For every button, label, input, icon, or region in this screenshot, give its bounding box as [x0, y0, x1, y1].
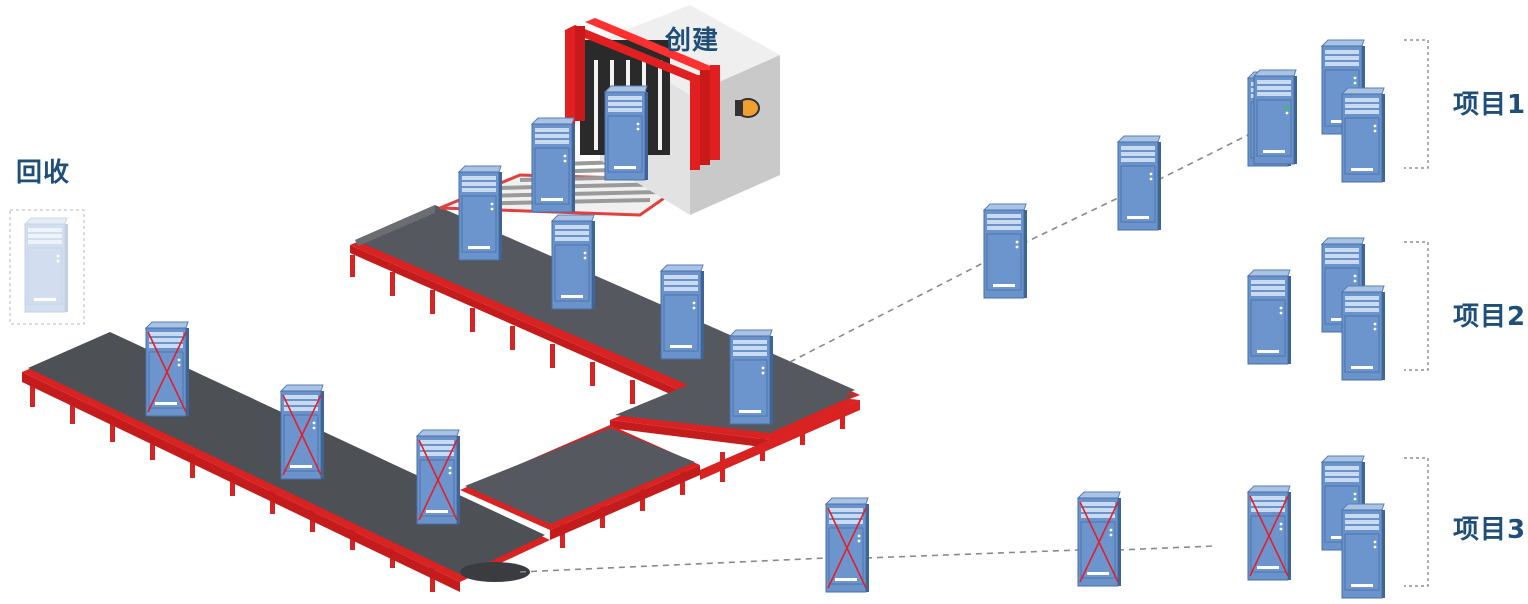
server-crossed — [1078, 492, 1121, 586]
conveyor-belt-middle — [460, 425, 700, 540]
label-recycle: 回收 — [16, 158, 71, 188]
server — [660, 264, 705, 360]
server — [1341, 503, 1386, 599]
server — [1254, 70, 1297, 164]
server — [1247, 269, 1292, 365]
project1-servers — [1247, 39, 1386, 183]
server-crossed — [146, 322, 189, 416]
recycled-server-box — [9, 209, 85, 325]
server — [1341, 87, 1386, 183]
server-crossed — [1248, 486, 1291, 580]
project3-bracket — [1404, 457, 1429, 587]
label-project3: 项目3 — [1453, 515, 1527, 545]
label-project2: 项目2 — [1453, 302, 1527, 332]
server-ghost — [25, 218, 68, 312]
server — [1341, 285, 1386, 381]
project1-bracket — [1404, 39, 1429, 169]
label-create: 创建 — [665, 26, 720, 56]
project2-bracket — [1404, 241, 1429, 371]
server — [531, 117, 576, 213]
server — [983, 203, 1028, 299]
server — [1117, 135, 1162, 231]
server-crossed — [281, 385, 324, 479]
project3-servers — [1248, 455, 1386, 599]
server-crossed — [417, 430, 460, 524]
label-project1: 项目1 — [1453, 90, 1527, 120]
server — [729, 329, 774, 425]
flow-lines — [519, 127, 1263, 573]
project2-servers — [1247, 237, 1386, 381]
server — [458, 165, 503, 261]
server-crossed — [826, 498, 869, 592]
server — [604, 85, 649, 181]
server — [551, 214, 596, 310]
servers-in-transit — [826, 135, 1162, 592]
